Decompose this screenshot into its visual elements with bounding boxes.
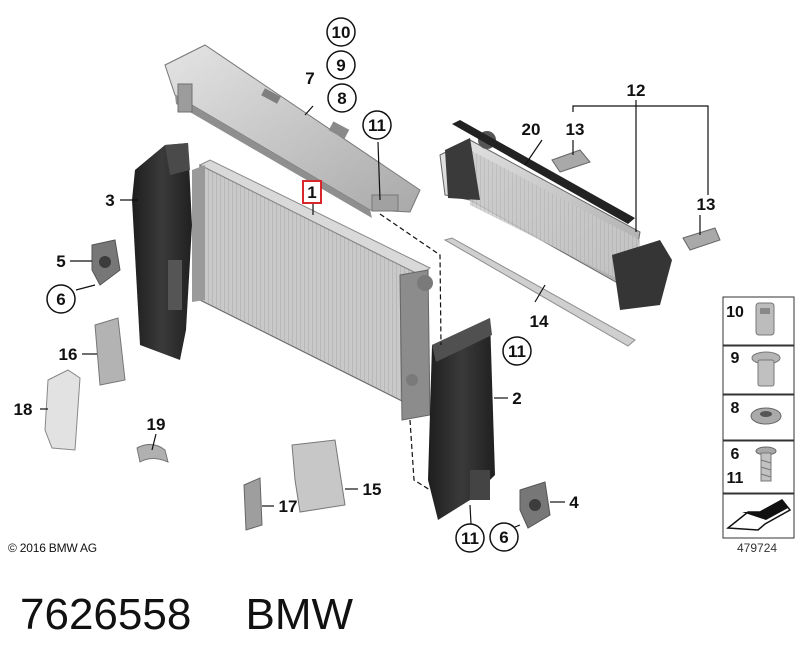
part-bracket-15 bbox=[291, 439, 346, 513]
callout-3: 3 bbox=[105, 191, 114, 210]
direction-arrow-icon bbox=[726, 499, 792, 531]
callout-14: 14 bbox=[530, 312, 549, 331]
callout-19: 19 bbox=[147, 415, 166, 434]
legend-label-8: 8 bbox=[731, 400, 740, 417]
callout-6-left: 6 bbox=[56, 290, 65, 309]
callout-18: 18 bbox=[14, 400, 33, 419]
part-seal-strip-upper bbox=[452, 120, 635, 224]
callout-16: 16 bbox=[59, 345, 78, 364]
legend-label-10: 10 bbox=[726, 304, 744, 321]
clip-nut-icon bbox=[755, 302, 775, 336]
leader-lines bbox=[40, 100, 709, 538]
callout-box-1 bbox=[302, 180, 322, 204]
callout-13-left: 13 bbox=[566, 120, 585, 139]
callout-5: 5 bbox=[56, 252, 65, 271]
callout-circle-11-top bbox=[362, 110, 392, 140]
part-radiator bbox=[192, 159, 433, 421]
callout-11-mid: 11 bbox=[508, 342, 526, 361]
brand-name: BMW bbox=[245, 590, 354, 639]
callout-11-bottom: 11 bbox=[461, 529, 479, 548]
part-cover-18 bbox=[44, 369, 81, 451]
callout-circle-6-bottom bbox=[489, 522, 519, 552]
footer-caption: 7626558 BMW bbox=[20, 590, 353, 640]
callout-11-top: 11 bbox=[368, 116, 386, 135]
legend-label-9: 9 bbox=[731, 350, 740, 367]
callout-8: 8 bbox=[337, 89, 346, 108]
callout-9: 9 bbox=[336, 56, 345, 75]
callout-20: 20 bbox=[522, 120, 541, 139]
callout-circle-9 bbox=[326, 50, 356, 80]
part-bracket-13-right bbox=[682, 227, 721, 251]
part-mount-4 bbox=[519, 481, 551, 529]
callout-17: 17 bbox=[279, 497, 298, 516]
callout-12: 12 bbox=[627, 81, 646, 100]
part-intercooler bbox=[439, 131, 672, 310]
callout-circle-10 bbox=[326, 17, 356, 47]
callout-1: 1 bbox=[307, 183, 316, 202]
part-number: 7626558 bbox=[20, 590, 192, 639]
part-top-support-beam bbox=[164, 44, 421, 218]
part-bracket-17 bbox=[243, 477, 263, 531]
callout-13-right: 13 bbox=[697, 195, 716, 214]
expansion-rivet-icon bbox=[751, 351, 781, 387]
fastener-legend: 10 9 8 6 11 bbox=[722, 296, 795, 539]
part-bracket-16 bbox=[94, 317, 126, 386]
callout-circle-11-bottom bbox=[455, 523, 485, 553]
callout-7: 7 bbox=[305, 69, 314, 88]
callout-10: 10 bbox=[332, 23, 351, 42]
part-bracket-13-left bbox=[551, 149, 591, 173]
callout-circle-11-mid bbox=[502, 336, 532, 366]
callout-2: 2 bbox=[512, 389, 521, 408]
part-left-air-duct bbox=[132, 143, 192, 360]
figure-id: 479724 bbox=[737, 541, 778, 555]
part-seal-strip-lower bbox=[443, 237, 636, 347]
screw-icon bbox=[755, 446, 777, 482]
callout-15: 15 bbox=[363, 480, 382, 499]
callout-circle-8 bbox=[327, 83, 357, 113]
callout-6-bottom: 6 bbox=[499, 528, 508, 547]
part-clip-19 bbox=[136, 444, 169, 463]
part-mount-5 bbox=[91, 239, 121, 286]
callout-4: 4 bbox=[569, 493, 579, 512]
legend-label-6: 6 bbox=[731, 446, 740, 463]
legend-label-11: 11 bbox=[727, 470, 744, 487]
grommet-icon bbox=[750, 407, 782, 425]
callout-circle-6-left bbox=[46, 284, 76, 314]
copyright-notice: © 2016 BMW AG bbox=[8, 541, 97, 555]
part-right-air-duct bbox=[428, 318, 495, 520]
